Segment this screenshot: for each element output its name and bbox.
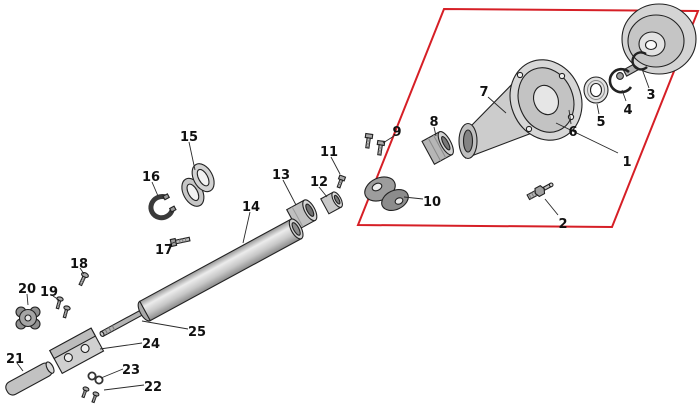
callout-23: 23: [122, 363, 140, 378]
lock-washers: [87, 371, 104, 385]
callout-15: 15: [180, 130, 198, 145]
callout-18: 18: [70, 257, 88, 272]
callout-19: 19: [40, 285, 58, 300]
leader-11: [330, 156, 341, 175]
leader-9: [382, 135, 395, 144]
outer-drive-tube: [137, 218, 304, 322]
snap-ring: [631, 51, 648, 71]
leader-19: [52, 295, 60, 301]
callout-7: 7: [479, 85, 488, 100]
mounting-bolts: [364, 132, 386, 156]
screw: [78, 271, 89, 287]
grease-fitting: [526, 182, 554, 201]
leader-10: [403, 196, 424, 200]
callout-5: 5: [596, 115, 605, 130]
leader-3: [641, 68, 650, 89]
leader-7: [487, 96, 507, 114]
callout-labels: 1 2 3 4 5 6 7 8 9 10 11 12 13 14 15 16 1…: [6, 85, 656, 395]
tube-clamp-block: [49, 327, 105, 375]
leader-25: [141, 320, 189, 330]
leader-23: [100, 368, 124, 379]
wing-knob: [15, 306, 41, 330]
callout-11: 11: [320, 145, 338, 160]
callout-12: 12: [310, 175, 328, 190]
leader-12: [318, 186, 328, 198]
small-bushing: [320, 191, 343, 215]
clamp-band: [148, 193, 177, 221]
callout-6: 6: [568, 125, 577, 140]
drum-pulley: [616, 3, 697, 80]
band-bolt: [169, 236, 191, 248]
small-screws: [81, 386, 100, 404]
leader-15: [188, 141, 196, 171]
callout-3: 3: [646, 88, 655, 103]
leader-14: [242, 211, 251, 244]
callout-21: 21: [6, 352, 24, 367]
leader-24: [99, 342, 143, 350]
leader-lines: [16, 68, 650, 391]
leader-13: [282, 179, 297, 206]
leader-2: [544, 198, 559, 216]
assembly-highlight-box: [356, 7, 700, 229]
callout-8: 8: [429, 115, 438, 130]
callout-25: 25: [188, 325, 206, 340]
callout-16: 16: [142, 170, 160, 185]
leader-20: [26, 293, 29, 306]
leader-22: [103, 384, 145, 391]
callout-13: 13: [272, 168, 290, 183]
callout-14: 14: [242, 200, 260, 215]
clamp-bracket: [364, 176, 409, 211]
callout-22: 22: [144, 380, 162, 395]
callout-10: 10: [423, 195, 441, 210]
leader-6: [568, 109, 572, 125]
callout-24: 24: [142, 337, 160, 352]
screws: [55, 296, 71, 319]
leader-5: [596, 103, 600, 115]
handle-grip: [5, 361, 55, 396]
retaining-ring: [608, 67, 633, 94]
clutch-drum-housing: [458, 59, 583, 160]
leader-8: [433, 126, 437, 137]
shaft-collar: [421, 131, 454, 165]
callout-4: 4: [623, 103, 632, 118]
loop-handle-clamp: [181, 163, 215, 207]
callout-1: 1: [622, 155, 631, 170]
leader-16: [151, 181, 159, 197]
callout-17: 17: [155, 243, 173, 258]
callout-2: 2: [558, 217, 567, 232]
callout-20: 20: [18, 282, 36, 297]
callout-9: 9: [392, 125, 401, 140]
bearing: [583, 76, 609, 104]
leader-4: [621, 89, 627, 102]
leader-18: [79, 267, 85, 275]
clamp-bolt: [336, 174, 347, 189]
leader-21: [16, 362, 24, 372]
leader-1: [555, 122, 619, 154]
leader-17: [167, 241, 176, 246]
